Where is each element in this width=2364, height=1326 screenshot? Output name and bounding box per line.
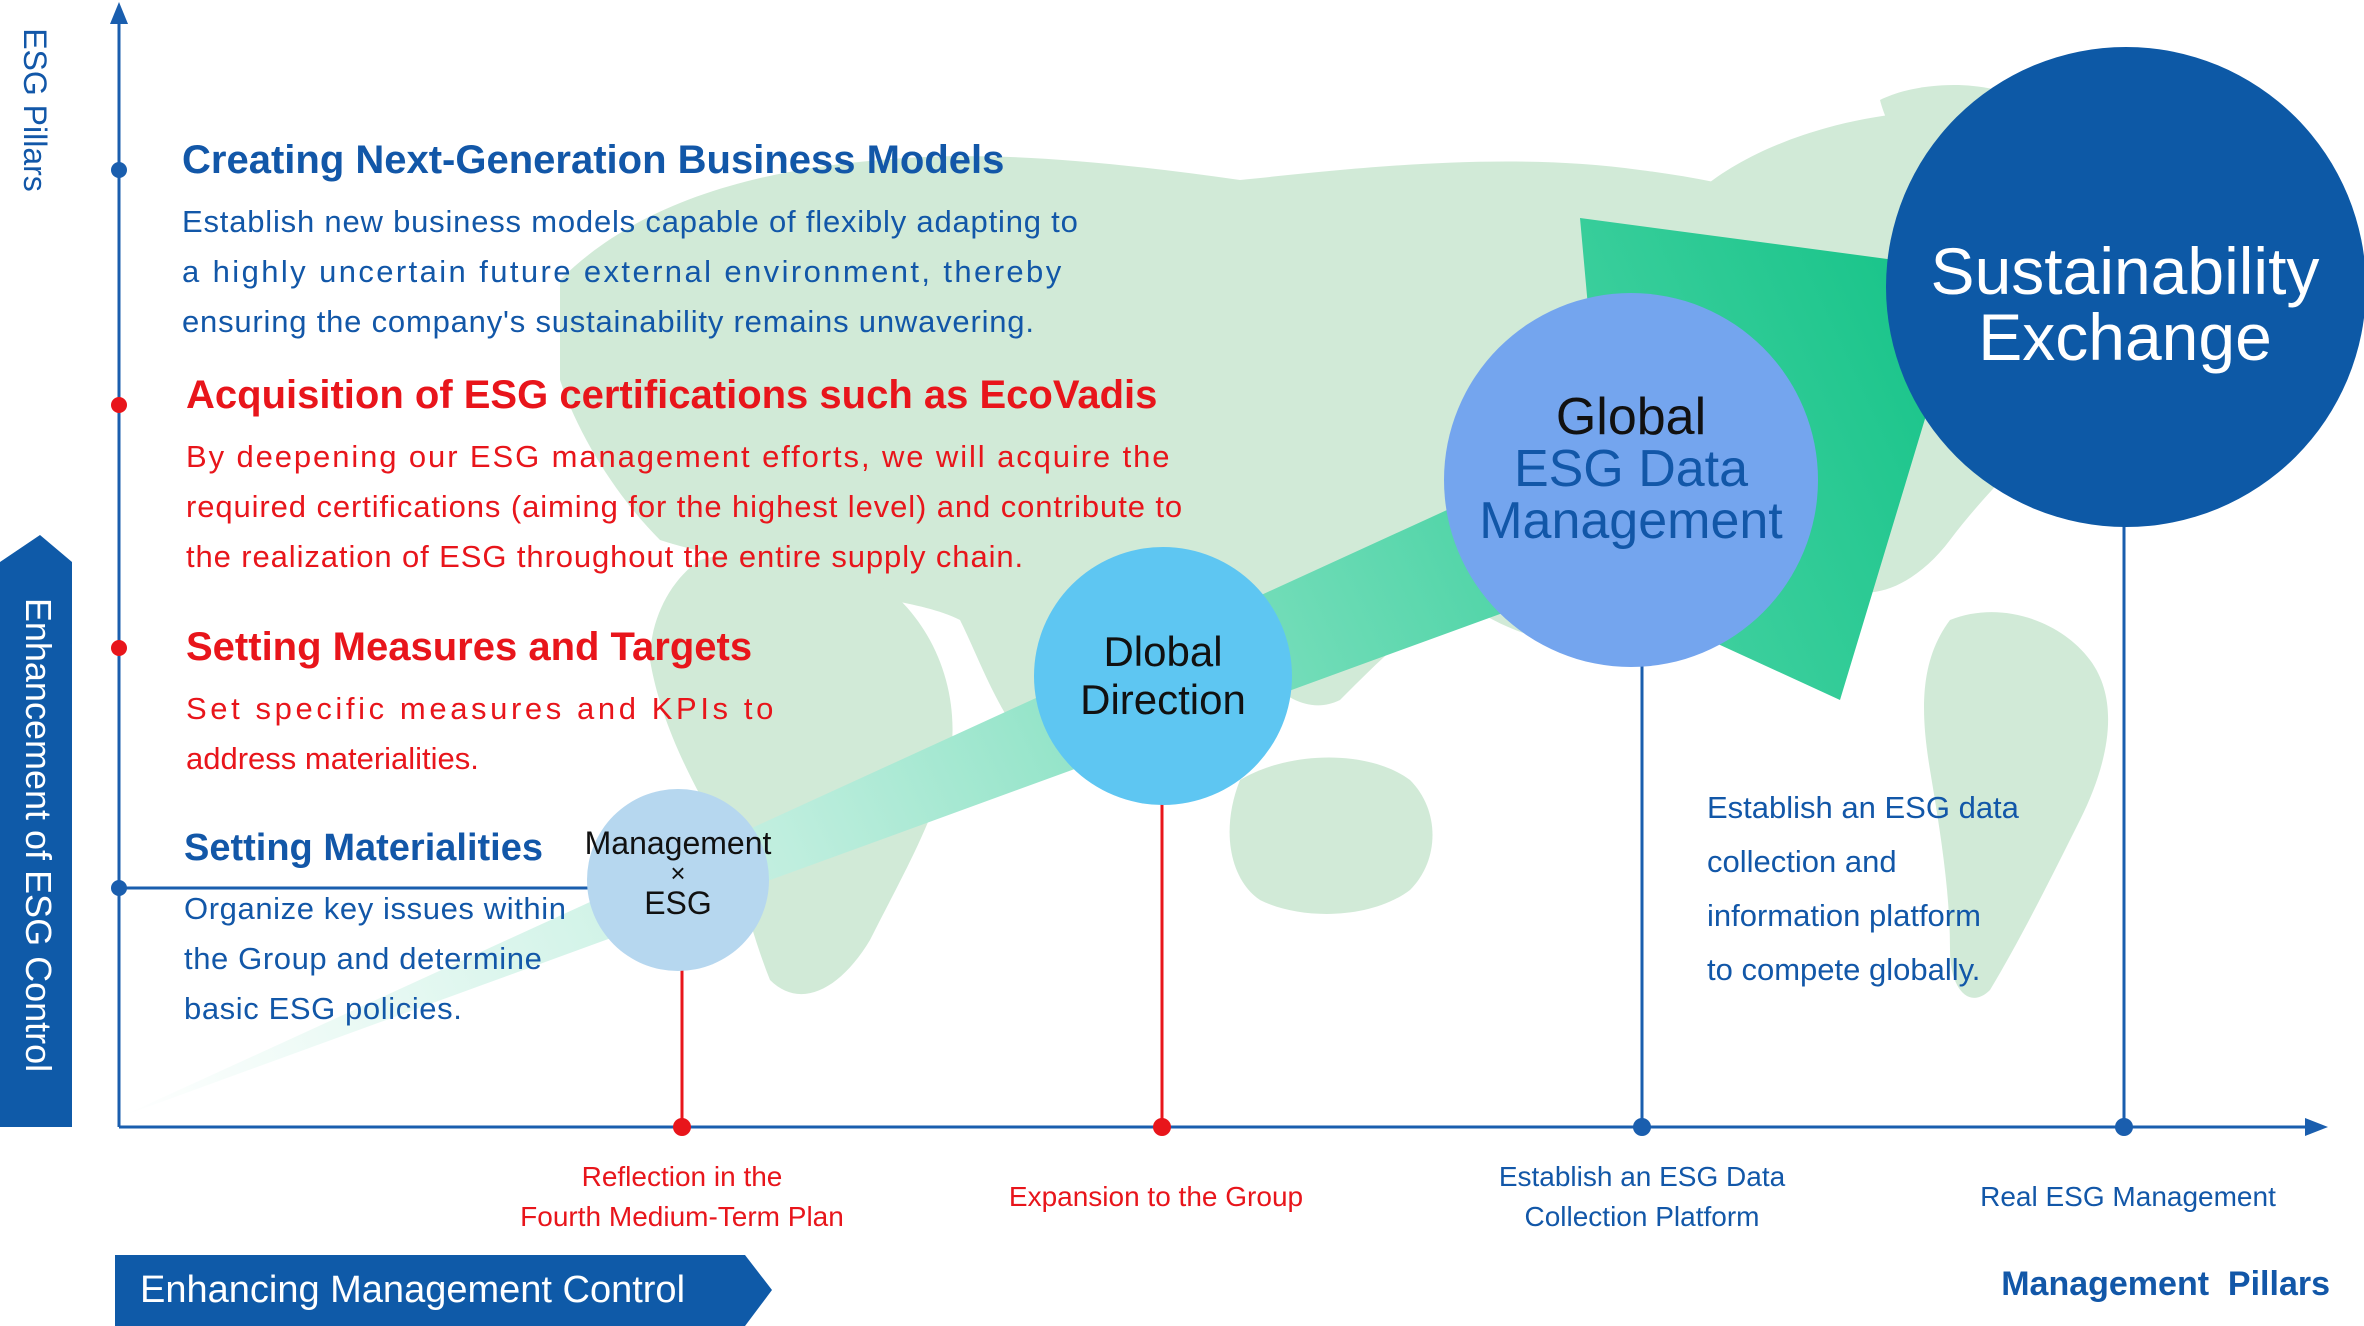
pillar-measures-title: Setting Measures and Targets [186,625,753,669]
pillar-next-gen-line-2: a highly uncertain future external envir… [182,254,1064,289]
map-australia [1229,757,1433,914]
side-note-line-2: collection and [1707,844,1897,879]
x-bullet-stage4 [2115,1118,2133,1136]
pillar-next-gen-line-3: ensuring the company's sustainability re… [182,304,1035,339]
stage-dlobal-direction-line-1: Dlobal [1103,628,1223,675]
stage-management-esg-label: Management × ESG [568,826,788,920]
pillar-next-gen: Creating Next-Generation Business Models… [182,138,1162,347]
y-bullet-materialities [111,880,127,896]
milestone-stage3: Establish an ESG Data Collection Platfor… [1442,1157,1842,1237]
stage-dlobal-direction-label: Dlobal Direction [1043,628,1283,724]
stage-management-esg-line-2: × [670,858,686,888]
pillar-materialities-desc: Organize key issues within the Group and… [184,884,624,1034]
pillar-next-gen-desc: Establish new business models capable of… [182,197,1162,347]
stage-sustainability-exchange-line-2: Exchange [1978,300,2272,374]
growth-arrow [120,218,1970,1117]
stage-sustainability-exchange-line-1: Sustainability [1930,234,2320,308]
side-banner-shape [0,535,72,1127]
y-bullet-measures [111,640,127,656]
side-banner-label: Enhancement of ESG Control [18,597,59,1073]
map-south-america [1924,612,2109,998]
pillar-materialities: Setting Materialities Organize key issue… [184,827,624,1034]
stage-sustainability-exchange-label: Sustainability Exchange [1900,238,2350,370]
side-note: Establish an ESG data collection and inf… [1707,781,2067,997]
milestone-stage3-line-2: Collection Platform [1524,1201,1760,1232]
stage-dlobal-direction-line-2: Direction [1080,676,1246,723]
pillar-materialities-line-3: basic ESG policies. [184,991,463,1026]
stage-management-esg-line-1: Management [584,825,772,861]
pillar-ecovadis: Acquisition of ESG certifications such a… [186,373,1286,582]
stage-global-esg-data-line-2: ESG Data [1513,440,1749,498]
side-note-line-3: information platform [1707,898,1981,933]
y-bullet-next-gen [111,162,127,178]
bottom-banner-shape [115,1255,772,1326]
milestone-stage1-line-2: Fourth Medium-Term Plan [520,1201,844,1232]
milestone-stage4-line-1: Real ESG Management [1980,1181,2276,1212]
axes [117,18,2310,1129]
pillar-ecovadis-desc: By deepening our ESG management efforts,… [186,432,1286,582]
pillar-measures-line-2: address materialities. [186,741,479,776]
pillar-measures: Setting Measures and Targets Set specifi… [186,625,986,784]
y-axis-arrowhead [110,2,128,24]
milestone-stage2: Expansion to the Group [956,1177,1356,1217]
circle-sustainability-exchange [1886,47,2364,527]
stage-global-esg-data-line-1: Global [1555,388,1707,446]
circle-global-esg-data [1444,293,1818,667]
pillar-ecovadis-title: Acquisition of ESG certifications such a… [186,373,1158,417]
y-axis-label: ESG Pillars [17,28,53,192]
pillar-next-gen-line-1: Establish new business models capable of… [182,204,1079,239]
bottom-banner-label: Enhancing Management Control [140,1269,686,1311]
pillar-measures-desc: Set specific measures and KPIs to addres… [186,684,986,784]
side-note-line-4: to compete globally. [1707,952,1981,987]
x-bullet-stage1 [673,1118,691,1136]
milestone-stage4: Real ESG Management [1928,1177,2328,1217]
circle-dlobal-direction [1034,547,1292,805]
pillar-materialities-line-2: the Group and determine [184,941,543,976]
milestone-stage3-line-1: Establish an ESG Data [1498,1161,1786,1192]
x-axis-arrowhead [2305,1118,2328,1136]
milestone-stage1: Reflection in the Fourth Medium-Term Pla… [462,1157,902,1237]
x-axis-label: Management Pillars [2001,1265,2330,1303]
milestone-stage1-line-1: Reflection in the [581,1161,783,1192]
pillar-materialities-line-1: Organize key issues within [184,891,567,926]
stage-global-esg-data-label: Global ESG Data Management [1446,391,1816,547]
pillar-ecovadis-line-2: required certifications (aiming for the … [186,489,1184,524]
milestone-stage2-line-1: Expansion to the Group [1008,1181,1304,1212]
x-bullet-stage3 [1633,1118,1651,1136]
pillar-ecovadis-line-3: the realization of ESG throughout the en… [186,539,1025,574]
map-africa [650,552,953,995]
pillar-ecovadis-line-1: By deepening our ESG management efforts,… [186,439,1172,474]
stage-management-esg-line-3: ESG [644,885,712,921]
side-note-line-1: Establish an ESG data [1707,790,2019,825]
x-bullet-stage2 [1153,1118,1171,1136]
pillar-materialities-title: Setting Materialities [184,827,543,869]
circle-management-esg [587,789,769,971]
y-bullet-ecovadis [111,397,127,413]
pillar-next-gen-title: Creating Next-Generation Business Models [182,138,1005,182]
pillar-measures-line-1: Set specific measures and KPIs to [186,691,777,726]
stage-global-esg-data-line-3: Management [1479,492,1783,550]
